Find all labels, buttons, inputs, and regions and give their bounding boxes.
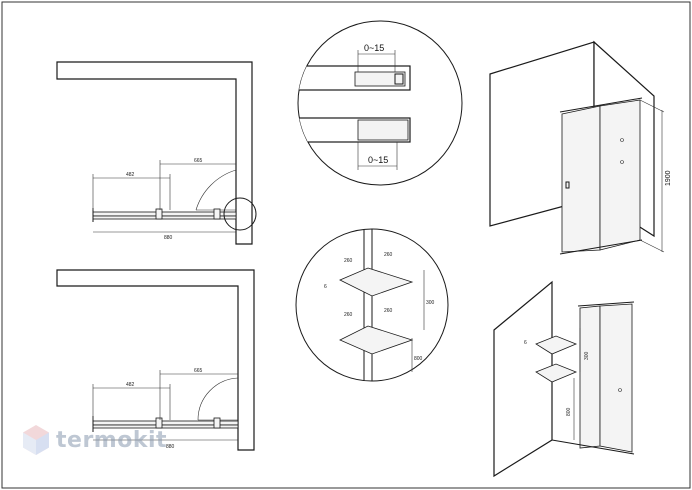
plan-top-dim-width: 880 [164, 235, 173, 241]
watermark-logo: termokit [22, 424, 167, 456]
plan-top-dim-door: 482 [126, 172, 135, 178]
shelf-dim-depth-a1: 260 [344, 258, 353, 264]
plan-bottom-dim-door: 482 [126, 382, 135, 388]
view-3d-bottom-dim-thickness: 6 [524, 340, 527, 346]
detail-profile-dim-bottom: 0~15 [368, 155, 388, 165]
detail-profile: 0~15 0~15 [297, 20, 463, 186]
view-3d-bottom: 6 300 800 [493, 280, 635, 478]
plan-view-top: 482 665 880 [56, 61, 257, 245]
shelf-dim-depth-a2: 260 [344, 312, 353, 318]
shelf-dim-thickness: 6 [324, 284, 327, 290]
shelf-dim-depth-b1: 260 [384, 252, 393, 258]
watermark-text: termokit [56, 427, 168, 453]
shelf-dim-height: 800 [414, 356, 423, 362]
view-3d-top: 1900 [489, 40, 672, 255]
plan-view-bottom: 482 665 880 [56, 269, 255, 451]
plan-top-dim-panel: 665 [194, 158, 203, 164]
detail-shelf: 260 260 260 260 6 300 800 [295, 228, 449, 382]
plan-bottom-dim-width: 880 [166, 444, 175, 450]
hexagon-logo-icon [23, 425, 49, 455]
view-3d-dim-height: 1900 [665, 170, 672, 186]
view-3d-bottom-dim-height: 800 [566, 407, 572, 416]
view-3d-bottom-dim-spacing: 300 [584, 351, 590, 360]
shelf-dim-spacing: 300 [426, 300, 435, 306]
shelf-dim-depth-b2: 260 [384, 308, 393, 314]
detail-profile-dim-top: 0~15 [364, 43, 384, 53]
plan-bottom-dim-panel: 665 [194, 368, 203, 374]
